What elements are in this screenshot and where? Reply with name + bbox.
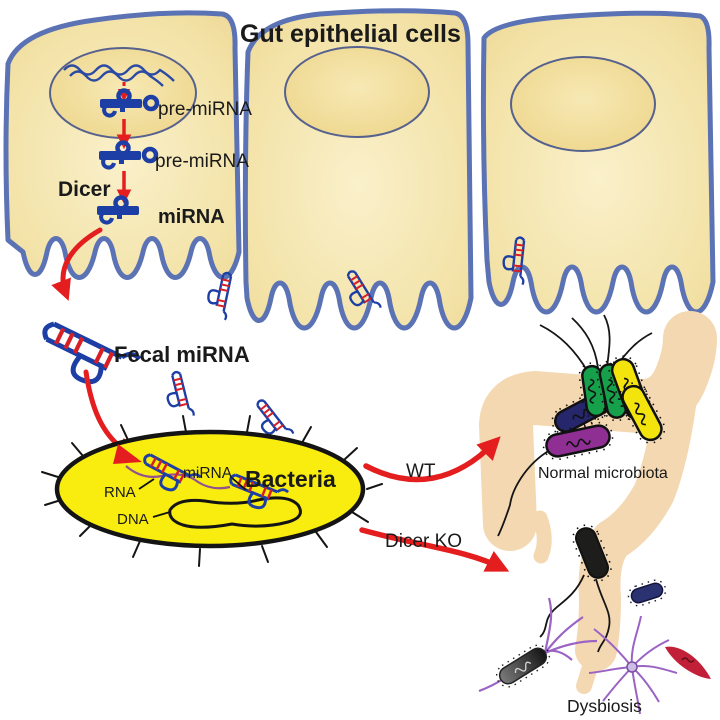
bacterium-pili: [41, 415, 383, 567]
pri-mirna-transcript-icon: [63, 64, 175, 87]
pre-mirna-label-2: pre-miRNA: [155, 151, 249, 172]
figure-title: Gut epithelial cells: [240, 20, 461, 48]
spider-flagellate-body: [626, 661, 638, 673]
dysbiosis-label: Dysbiosis: [567, 696, 642, 716]
bacterium-dna-label: DNA: [117, 511, 149, 528]
normal-microbiota: Normal microbiota: [497, 314, 668, 537]
dna-pointer-line: [152, 511, 171, 518]
intestine: [479, 311, 717, 694]
bacterium-rna-label: RNA: [104, 484, 136, 501]
arrow-wt: [363, 436, 501, 483]
bacterium-name-label: Bacteria: [245, 466, 336, 492]
mirna-particle-icon: [160, 369, 196, 422]
intestine-tail: [576, 640, 604, 694]
nucleus-middle: [284, 46, 430, 138]
flagellated-grey-rod: [495, 644, 551, 688]
intestine-lower-segment: [575, 377, 697, 671]
black-bacterium: [572, 524, 612, 582]
pre-mirna-label-1: pre-miRNA: [158, 99, 252, 120]
navy-bacterium-small: [627, 579, 667, 607]
microbiota-rod-purple: [542, 421, 614, 461]
dicer-label: Dicer: [58, 178, 111, 201]
wt-label: WT: [406, 461, 436, 482]
dysbiosis-scene: Dysbiosis: [478, 524, 711, 716]
bacterium-mirna-label: miRNA: [183, 465, 233, 482]
rna-strand-icon: [125, 465, 231, 490]
mirna-label: miRNA: [158, 206, 225, 228]
mirna-pointer-line: [231, 477, 247, 491]
spider-flagellate: [588, 615, 678, 715]
arrow-dicer-ko: [359, 527, 510, 572]
dicer-ko-label: Dicer KO: [385, 531, 462, 552]
intestine-appendage: [532, 510, 552, 564]
rna-pointer-line: [138, 478, 155, 490]
gut-epithelium: Gut epithelial cells: [3, 8, 716, 331]
branch-arrows: WT Dicer KO: [359, 436, 510, 572]
nucleus-right: [510, 56, 656, 152]
mirna-biogenesis-pathway: pre-miRNA pre-miRNA Dicer miRNA: [51, 64, 252, 301]
normal-microbiota-label: Normal microbiota: [538, 465, 668, 482]
red-spindle-bacterium: [665, 646, 711, 679]
fecal-mirna-label: Fecal miRNA: [114, 342, 250, 367]
bacterium: RNA DNA miRNA Bacteria: [41, 415, 383, 567]
dna-nucleoid-icon: [168, 496, 302, 529]
microbiota-rod-yellow: [618, 382, 666, 444]
arrowhead-entry: [113, 444, 142, 464]
arrow-mirna-secretion: [51, 227, 103, 301]
flagellated-rod-purple-flagella: [478, 597, 598, 693]
